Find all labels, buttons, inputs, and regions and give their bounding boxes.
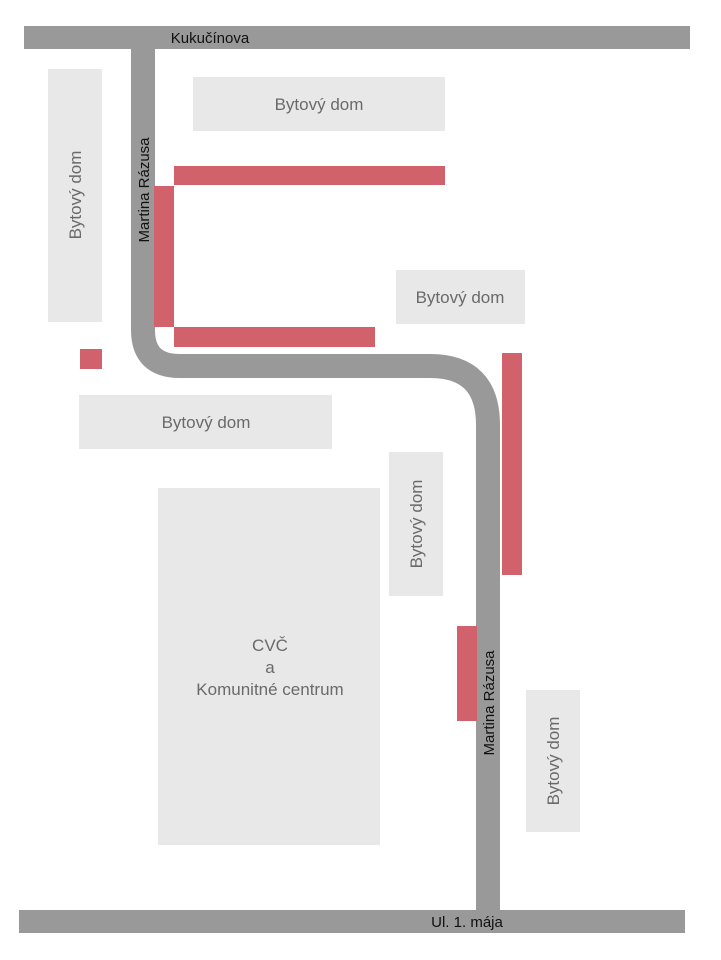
street-label-kukucinova: Kukučínova (171, 30, 250, 47)
building-left-vertical (48, 69, 102, 322)
marked-area (502, 353, 522, 575)
road-kukucinova (24, 26, 690, 49)
road-1-maja (19, 910, 685, 933)
marked-area (154, 186, 174, 327)
building-label: Bytový dom (162, 413, 251, 432)
street-label-1-maja: Ul. 1. mája (431, 914, 503, 931)
building-cvc-label-2: a (265, 658, 275, 677)
marked-area (80, 349, 102, 369)
building-middle-right (396, 270, 525, 324)
building-label: Bytový dom (275, 95, 364, 114)
building-label: Bytový dom (544, 717, 563, 806)
marked-area (174, 327, 375, 347)
building-label: Bytový dom (66, 151, 85, 240)
marked-area (174, 166, 445, 185)
building-top (193, 77, 445, 131)
building-cvc (158, 488, 380, 845)
building-left-horizontal (79, 395, 332, 449)
building-cvc-label-1: CVČ (252, 636, 288, 655)
street-label-martina-razusa: Martina Rázusa (481, 650, 498, 756)
marked-area (457, 626, 477, 721)
building-label: Bytový dom (416, 288, 505, 307)
building-center-vertical (389, 452, 443, 596)
building-cvc-label-3: Komunitné centrum (196, 680, 343, 699)
street-label-martina-razusa: Martina Rázusa (136, 137, 153, 243)
building-label: Bytový dom (407, 480, 426, 569)
building-bottom-right (526, 690, 580, 832)
road-martina-razusa (131, 48, 500, 912)
